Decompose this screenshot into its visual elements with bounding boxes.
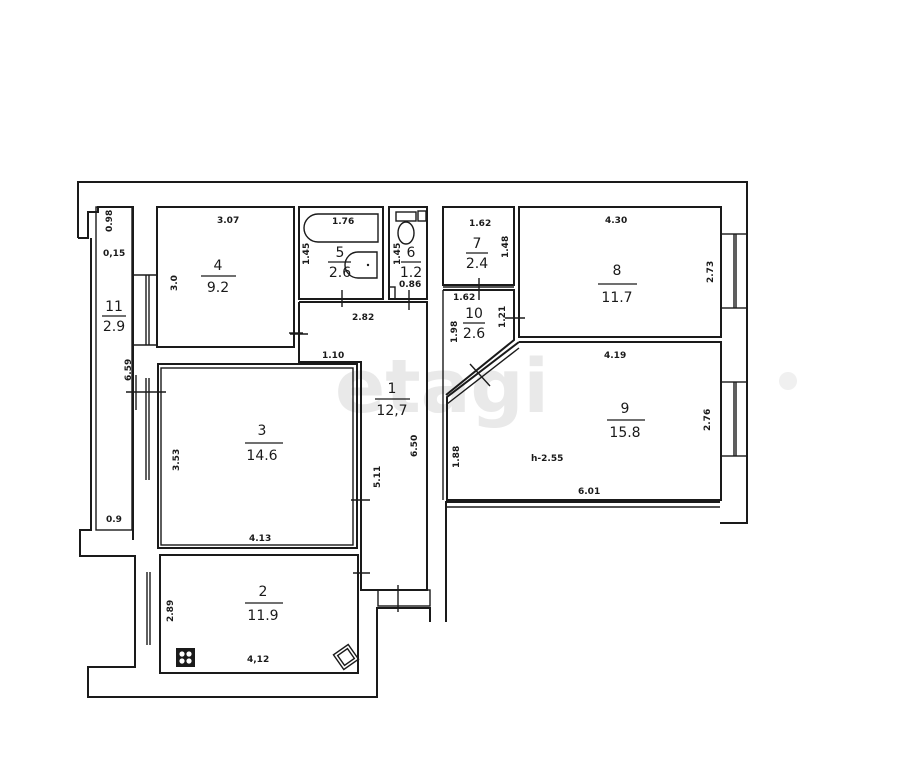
svg-text:1.48: 1.48: [501, 236, 511, 258]
room-label-5: 5 2.6: [328, 245, 351, 281]
svg-text:1.88: 1.88: [452, 446, 462, 468]
svg-text:6.59: 6.59: [124, 359, 134, 381]
stove-icon: [176, 648, 195, 667]
room-3: [126, 363, 370, 549]
svg-text:2.76: 2.76: [703, 409, 713, 431]
toilet-tank-icon: [395, 211, 417, 222]
svg-text:2.4: 2.4: [466, 256, 488, 272]
svg-text:15.8: 15.8: [609, 425, 640, 441]
svg-text:1.98: 1.98: [450, 321, 460, 343]
svg-text:4.19: 4.19: [604, 351, 626, 361]
room-label-9: 9 15.8: [607, 401, 645, 441]
kitchen-sink-icon: [332, 643, 360, 671]
svg-text:4,12: 4,12: [247, 655, 269, 665]
room-label-7: 7 2.4: [466, 236, 488, 272]
svg-text:2.82: 2.82: [352, 313, 374, 323]
svg-text:11.7: 11.7: [601, 290, 632, 306]
svg-text:0,15: 0,15: [103, 249, 125, 259]
dimension-labels: 0.98 0,15 6.59 0.9 3.07 3.0 1.76 1.45 1.…: [103, 210, 716, 665]
svg-text:3.0: 3.0: [170, 275, 180, 291]
svg-text:1.21: 1.21: [498, 306, 508, 328]
svg-text:0.98: 0.98: [105, 210, 115, 232]
watermark-dot: [779, 372, 797, 390]
svg-text:1.45: 1.45: [393, 243, 403, 265]
room-label-6: 6 1.2: [400, 245, 422, 281]
toilet-bowl-icon: [397, 221, 415, 245]
svg-text:3: 3: [258, 423, 267, 439]
svg-text:1.76: 1.76: [332, 217, 354, 227]
svg-text:12,7: 12,7: [376, 403, 407, 419]
room-10: [442, 289, 525, 500]
svg-text:9: 9: [621, 401, 630, 417]
outer-walls: [77, 181, 748, 698]
svg-text:3.53: 3.53: [172, 449, 182, 471]
svg-text:0.9: 0.9: [106, 515, 122, 525]
svg-text:1.2: 1.2: [400, 265, 422, 281]
svg-text:6.01: 6.01: [578, 487, 600, 497]
svg-text:11: 11: [105, 299, 123, 315]
svg-text:4.13: 4.13: [249, 534, 271, 544]
svg-text:1.62: 1.62: [469, 219, 491, 229]
room-label-11: 11 2.9: [102, 299, 126, 335]
svg-text:1.45: 1.45: [302, 243, 312, 265]
svg-text:2.6: 2.6: [329, 265, 351, 281]
svg-text:2: 2: [259, 584, 268, 600]
room-8: [518, 206, 748, 338]
svg-text:2.73: 2.73: [706, 261, 716, 283]
svg-text:2.6: 2.6: [463, 326, 485, 342]
svg-text:h-2.55: h-2.55: [531, 454, 563, 464]
svg-text:10: 10: [465, 306, 483, 322]
room-label-2: 2 11.9: [245, 584, 283, 624]
svg-text:0.86: 0.86: [399, 280, 421, 290]
svg-text:4.30: 4.30: [605, 216, 627, 226]
svg-text:7: 7: [473, 236, 482, 252]
watermark: etagi: [335, 344, 549, 430]
room-6: [388, 206, 428, 310]
room-label-4: 4 9.2: [201, 258, 236, 296]
svg-text:5.11: 5.11: [373, 466, 383, 488]
svg-text:8: 8: [613, 263, 622, 279]
room-label-1: 1 12,7: [375, 381, 410, 419]
svg-text:2.9: 2.9: [103, 319, 125, 335]
svg-text:1.62: 1.62: [453, 293, 475, 303]
room-label-10: 10 2.6: [463, 306, 485, 342]
room-4: [133, 206, 303, 348]
svg-text:14.6: 14.6: [246, 448, 277, 464]
bathtub-icon: [303, 213, 379, 243]
svg-text:4: 4: [214, 258, 223, 274]
room-11: [95, 206, 133, 531]
room-1: [290, 301, 431, 612]
room-2: [146, 554, 360, 674]
svg-text:11.9: 11.9: [247, 608, 278, 624]
room-label-3: 3 14.6: [245, 423, 283, 464]
sink-icon: [344, 251, 378, 279]
svg-text:5: 5: [336, 245, 345, 261]
room-9: [446, 341, 748, 508]
room-5: [298, 206, 384, 307]
svg-text:3.07: 3.07: [217, 216, 239, 226]
svg-text:9.2: 9.2: [207, 280, 229, 296]
svg-text:6.50: 6.50: [410, 435, 420, 457]
svg-text:1: 1: [388, 381, 397, 397]
svg-text:6: 6: [407, 245, 416, 261]
room-label-8: 8 11.7: [598, 263, 637, 306]
svg-text:1.10: 1.10: [322, 351, 344, 361]
svg-text:2.89: 2.89: [166, 600, 176, 622]
